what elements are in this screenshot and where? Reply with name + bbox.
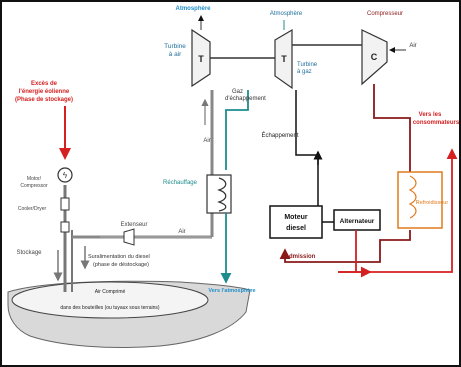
excess-label-1: Excès de xyxy=(31,81,58,87)
refroidisseur-unit xyxy=(397,171,443,229)
refroidisseur-label: Refroidisseur xyxy=(416,200,449,206)
motor-compressor-icon xyxy=(57,167,73,183)
moteur-diesel-label-2: diesel xyxy=(286,225,306,232)
compressor-outlet-pipe xyxy=(373,84,411,172)
excess-label-2: l'énergie éolienne xyxy=(19,89,70,95)
turbine-gaz-t: T xyxy=(281,54,287,64)
compressed-air-storage xyxy=(11,281,209,319)
consommateurs-label-2: consommateurs xyxy=(413,120,460,126)
turbine-gaz xyxy=(274,28,293,90)
excess-label-3: (Phase de stockage) xyxy=(15,97,73,103)
air-in-label: Air xyxy=(409,43,416,49)
alternator-out-line xyxy=(338,230,357,273)
echappement-label: Échappement xyxy=(261,132,298,139)
turbine-gaz-label-1: Turbine xyxy=(297,62,318,68)
moteur-diesel-box xyxy=(269,205,323,239)
turbine-air-label-1: Turbine xyxy=(164,43,186,50)
motor-label-1: Motor/ xyxy=(27,176,42,182)
cooler-dryer-unit xyxy=(60,197,70,211)
refroidisseur-coil xyxy=(408,175,417,219)
turbine-gaz-label-2: à gaz xyxy=(297,69,312,75)
motor-label-2: Compressor xyxy=(20,183,48,189)
consommateurs-label-1: Vers les xyxy=(419,112,442,118)
turbine-air-label-2: à air xyxy=(169,51,182,58)
admission-pipe xyxy=(279,230,411,263)
echappement-pipe xyxy=(295,90,319,206)
turbine-air xyxy=(191,28,211,88)
compressor-c: C xyxy=(371,52,378,62)
gaz-echappement-label-1: Gaz xyxy=(232,89,243,95)
vers-atmosphere-label: Vers l'atmosphère xyxy=(208,288,255,294)
rechauffage-exchanger xyxy=(206,174,232,214)
suralimentation-label-1: Suralimentation du diesel xyxy=(88,254,150,260)
exhaust-gas-pipe xyxy=(225,90,249,170)
bouteilles-label: dans des bouteilles (ou tuyaux sous terr… xyxy=(60,305,160,311)
extenseur-icon xyxy=(123,228,135,246)
alternateur-box xyxy=(333,209,381,231)
extenseur-label: Extenseur xyxy=(120,222,147,228)
air-pipe-label: Air xyxy=(178,229,185,235)
cooler-dryer-label: Cooler/Dryer xyxy=(18,206,47,212)
stockage-label: Stockage xyxy=(16,250,42,256)
alternateur-label: Alternateur xyxy=(340,218,375,225)
admission-label: Admission xyxy=(285,254,316,260)
moteur-diesel-label-1: Moteur xyxy=(284,214,308,221)
air-comprime-label: Air Comprimé xyxy=(95,289,126,295)
valve-unit xyxy=(60,221,70,233)
rechauffage-label: Réchauffage xyxy=(163,180,198,186)
compresseur-label: Compresseur xyxy=(367,11,403,17)
air-rechauffage-label: Air xyxy=(203,138,210,144)
compressor xyxy=(361,29,388,86)
power-line-right xyxy=(356,245,453,273)
suralimentation-label-2: (phase de déstockage) xyxy=(93,262,149,268)
rechauffage-coil xyxy=(217,177,227,212)
lightning-icon: ϟ xyxy=(63,171,68,180)
gaz-echappement-label-2: d'échappement xyxy=(225,96,266,102)
turbine-air-t: T xyxy=(198,54,204,64)
atm-left-label: Atmosphère xyxy=(175,6,211,12)
atm-mid-label: Atmosphère xyxy=(270,11,303,17)
